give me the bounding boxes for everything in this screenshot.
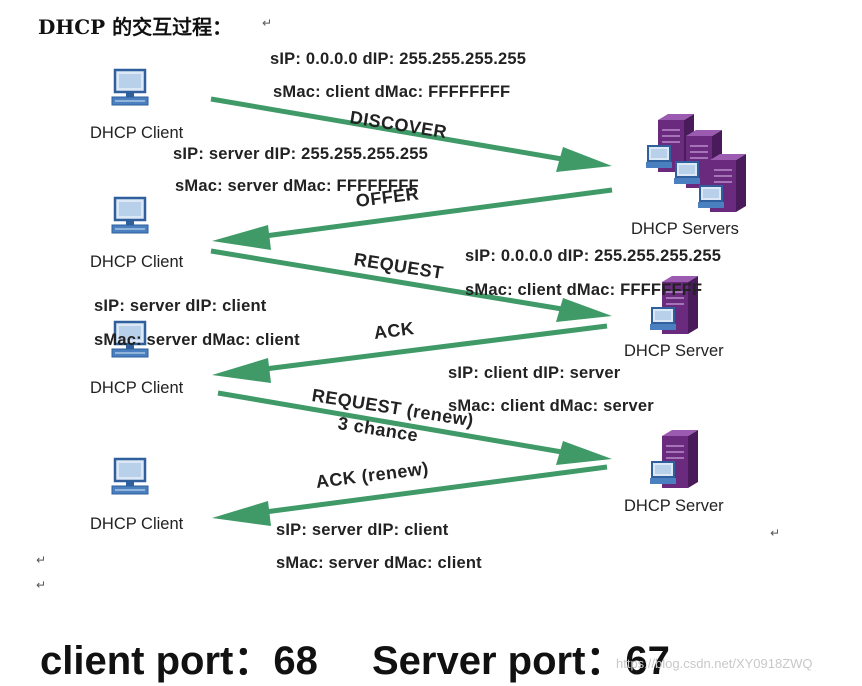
- request-mac-label: sMac: client dMac: FFFFFFFF: [465, 281, 703, 299]
- paragraph-mark: ↵: [36, 578, 47, 592]
- node-dhcp-server-3: DHCP Server: [624, 497, 724, 515]
- client-computer-icon: [110, 196, 150, 235]
- renew-ip-label: sIP: client dIP: server: [448, 364, 621, 382]
- offer-ip-label: sIP: server dIP: 255.255.255.255: [173, 145, 428, 163]
- node-dhcp-client-4: DHCP Client: [90, 515, 184, 533]
- discover-arrow: [210, 96, 612, 172]
- discover-ip-label: sIP: 0.0.0.0 dIP: 255.255.255.255: [270, 50, 527, 68]
- ack-renew-ip-label: sIP: server dIP: client: [276, 521, 449, 539]
- renew-mac-label: sMac: client dMac: server: [448, 397, 654, 415]
- paragraph-mark: ↵: [36, 553, 47, 567]
- client-port-label: client port：68: [40, 639, 318, 683]
- dhcp-servers-cluster-icon: [645, 113, 747, 213]
- dhcp-server-icon: [649, 429, 699, 489]
- node-dhcp-client-3: DHCP Client: [90, 379, 184, 397]
- ack-renew-mac-label: sMac: server dMac: client: [276, 554, 482, 572]
- request-ip-label: sIP: 0.0.0.0 dIP: 255.255.255.255: [465, 247, 722, 265]
- watermark-text: https://blog.csdn.net/XY0918ZWQ: [616, 656, 813, 671]
- paragraph-mark: ↵: [262, 16, 273, 30]
- node-dhcp-servers: DHCP Servers: [631, 220, 739, 238]
- ack-arrow: [212, 323, 608, 383]
- offer-mac-label: sMac: server dMac: FFFFFFFF: [175, 177, 419, 195]
- offer-arrow: [212, 187, 613, 250]
- node-dhcp-client-1: DHCP Client: [90, 124, 184, 142]
- discover-mac-label: sMac: client dMac: FFFFFFFF: [273, 83, 511, 101]
- paragraph-mark: ↵: [770, 526, 781, 540]
- server-port-label: Server port：67: [372, 639, 670, 683]
- diagram-title: DHCP 的交互过程：: [38, 15, 233, 39]
- ack-renew-arrow: [212, 464, 608, 526]
- node-dhcp-client-2: DHCP Client: [90, 253, 184, 271]
- ack-ip-label: sIP: server dIP: client: [94, 297, 267, 315]
- request-renew-arrow: [217, 390, 612, 465]
- client-computer-icon: [110, 457, 150, 496]
- ack-mac-label: sMac: server dMac: client: [94, 331, 300, 349]
- request-arrow: [210, 248, 612, 322]
- node-dhcp-server-2: DHCP Server: [624, 342, 724, 360]
- client-computer-icon: [110, 68, 150, 107]
